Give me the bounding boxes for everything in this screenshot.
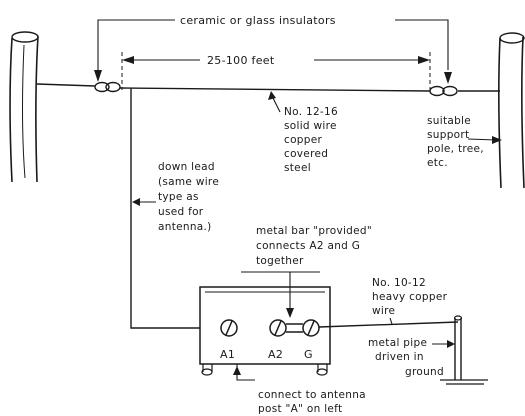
metal-bar-note-line-2: connects A2 and G <box>256 240 360 252</box>
insulator-callout-line <box>97 19 449 70</box>
antenna-wire <box>36 83 500 92</box>
support-note-line-2: support <box>427 129 469 141</box>
terminal-g-label: G <box>304 348 313 361</box>
antenna-wire-note-line-3: copper <box>284 134 322 146</box>
antenna-wire-note-line-2: solid wire <box>284 120 337 132</box>
heavy-wire-note-line-1: No. 10-12 <box>372 277 426 289</box>
metal-bar-note: metal bar "provided" connects A2 and G t… <box>256 225 376 267</box>
dimension-left-arrow <box>122 56 134 64</box>
down-lead-arrowhead <box>132 198 140 206</box>
wire-note-arrowhead <box>268 91 276 100</box>
metal-bar <box>286 323 303 333</box>
connect-note-pointer <box>236 364 255 381</box>
support-note-line-1: suitable <box>427 115 471 127</box>
right-pole <box>498 32 525 189</box>
support-arrow <box>467 138 497 141</box>
antenna-wire-note-line-1: No. 12-16 <box>284 106 338 118</box>
left-pole <box>9 31 39 183</box>
antenna-wire-note-line-5: steel <box>284 162 311 174</box>
metal-bar-note-line-1: metal bar "provided" <box>256 225 372 237</box>
span-label: 25-100 feet <box>207 54 275 67</box>
terminal-a1-label: A1 <box>220 348 235 361</box>
antenna-wire-note: No. 12-16 solid wire copper covered stee… <box>284 106 342 174</box>
support-note: suitable support pole, tree, etc. <box>427 115 488 169</box>
receiver-box <box>199 286 331 376</box>
metal-bar-arrowhead <box>286 308 294 318</box>
down-lead-wire <box>130 88 200 329</box>
metal-pipe-note: metal pipe driven in ground <box>368 337 444 378</box>
ground-surface <box>440 379 488 385</box>
heavy-wire-note-line-2: heavy copper <box>372 291 448 303</box>
terminal-a1 <box>220 319 238 337</box>
heavy-wire-note: No. 10-12 heavy copper wire <box>372 277 451 317</box>
metal-bar-note-line-3: together <box>256 255 304 267</box>
metal-pipe-note-line-3: ground <box>405 366 444 378</box>
terminal-a2 <box>269 319 287 337</box>
metal-pipe-note-line-2: driven in <box>375 351 424 363</box>
heavy-wire-note-line-3: wire <box>372 305 395 317</box>
terminal-a2-label: A2 <box>268 348 283 361</box>
insulator-arrow-right <box>444 72 452 84</box>
connect-note-line-1: connect to antenna <box>258 389 366 401</box>
connect-note-arrowhead <box>233 366 241 375</box>
ground-wire <box>318 321 459 328</box>
connect-note: connect to antenna post "A" on left <box>258 389 370 415</box>
dimension-right-arrow <box>418 56 430 64</box>
terminal-g <box>302 319 320 337</box>
support-arrowhead <box>492 136 502 144</box>
left-insulator <box>94 81 121 93</box>
metal-pipe-note-line-1: metal pipe <box>368 337 427 349</box>
down-lead-note-line-4: used for <box>158 206 204 218</box>
down-lead-note: down lead (same wire type as used for an… <box>158 161 223 233</box>
antenna-wire-note-line-4: covered <box>284 148 328 160</box>
insulators-label: ceramic or glass insulators <box>180 14 336 27</box>
down-lead-note-line-1: down lead <box>158 161 215 173</box>
down-lead-note-line-3: type as <box>158 191 199 203</box>
support-note-line-3: pole, tree, <box>427 143 484 155</box>
insulator-arrow-left <box>94 70 102 82</box>
metal-pipe <box>453 315 463 380</box>
connect-note-line-2: post "A" on left <box>258 403 342 415</box>
support-note-line-4: etc. <box>427 157 448 169</box>
heavy-wire-pointer <box>389 317 393 325</box>
right-insulator <box>429 85 458 97</box>
metal-pipe-arrowhead <box>447 340 455 348</box>
down-lead-note-line-5: antenna.) <box>158 221 212 233</box>
down-lead-note-line-2: (same wire <box>158 176 219 188</box>
